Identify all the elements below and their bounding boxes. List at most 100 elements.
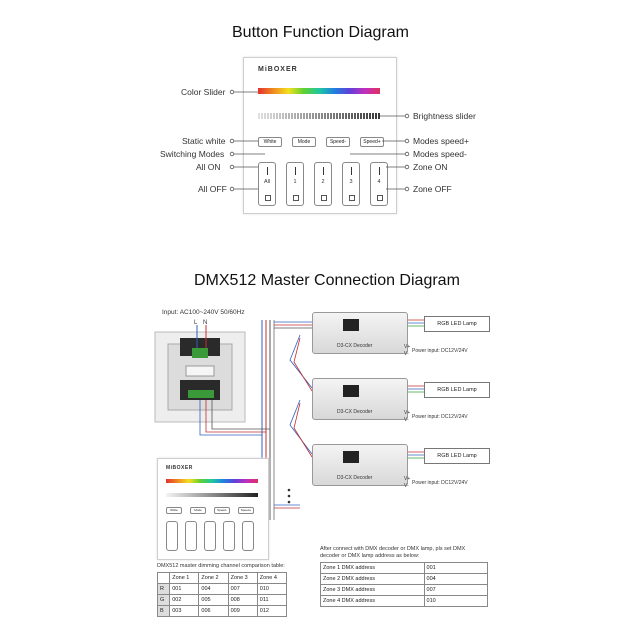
address-table: Zone 1 DMX address 001 Zone 2 DMX addres… (320, 562, 489, 607)
power-input-label-1: Power input: DC12V/24V (412, 348, 468, 354)
table-cell: 011 (256, 594, 288, 606)
table-row: Zone 3 DMX address 007 (320, 584, 489, 596)
table-cell: 008 (227, 594, 258, 606)
table-cell: 002 (169, 594, 200, 606)
decoder-display (343, 385, 359, 397)
table-cell: 006 (198, 605, 229, 617)
table-cell: Zone 3 DMX address (320, 584, 425, 596)
table-cell: 004 (423, 573, 489, 585)
vplus-label: V+ (404, 410, 411, 416)
small-control-panel: MiBOXER White Mode Speed- Speed+ (157, 458, 269, 560)
zone-button-1[interactable]: 1 (286, 162, 304, 206)
small-mode-button[interactable]: Mode (190, 507, 206, 514)
table-cell: 005 (198, 594, 229, 606)
table-cell: 001 (423, 562, 489, 574)
table-row: Zone 2 DMX address 004 (320, 573, 489, 585)
vminus-label: V- (404, 417, 409, 423)
small-color-slider[interactable] (166, 479, 258, 483)
channel-table: Zone 1 Zone 2 Zone 3 Zone 4 R 001 004 00… (156, 572, 288, 617)
small-speed-plus-button[interactable]: Speed+ (238, 507, 254, 514)
small-brand-logo: MiBOXER (166, 465, 193, 471)
table-cell: G (156, 594, 171, 606)
table-cell: 012 (256, 605, 288, 617)
label-brightness-slider: Brightness slider (413, 111, 476, 121)
wiring-diagram (154, 319, 424, 520)
decoder-display (343, 319, 359, 331)
zone-button-2[interactable]: 2 (314, 162, 332, 206)
power-input-label-2: Power input: DC12V/24V (412, 414, 468, 420)
label-static-white: Static white (182, 136, 226, 146)
small-brightness-slider[interactable] (166, 493, 258, 497)
decoder-label: D3-CX Decoder (337, 409, 373, 415)
rgb-led-lamp-2: RGB LED Lamp (424, 382, 490, 398)
decoder-2: D3-CX Decoder (312, 378, 408, 420)
address-caption-line1: After connect with DMX decoder or DMX la… (320, 546, 466, 552)
table-cell: 010 (423, 595, 489, 607)
table-cell: 001 (169, 583, 200, 595)
small-zone-button-3[interactable] (223, 521, 235, 551)
rgb-led-lamp-1: RGB LED Lamp (424, 316, 490, 332)
table-cell: 004 (198, 583, 229, 595)
zone-button-4[interactable]: 4 (370, 162, 388, 206)
vplus-label: V+ (404, 476, 411, 482)
vminus-label: V- (404, 483, 409, 489)
table-header: Zone 4 (256, 572, 288, 584)
brightness-slider[interactable] (258, 113, 380, 119)
table-cell: 003 (169, 605, 200, 617)
decoder-1: D3-CX Decoder (312, 312, 408, 354)
table-cell: Zone 1 DMX address (320, 562, 425, 574)
small-zone-button-4[interactable] (242, 521, 254, 551)
power-input-label-3: Power input: DC12V/24V (412, 480, 468, 486)
table-cell: Zone 2 DMX address (320, 573, 425, 585)
small-zone-button-1[interactable] (185, 521, 197, 551)
address-caption-line2: decoder or DMX lamp address as below: (320, 553, 420, 559)
neutral-terminal-label: N (203, 320, 208, 326)
zone-button-3[interactable]: 3 (342, 162, 360, 206)
table-cell: Zone 4 DMX address (320, 595, 425, 607)
table-header: Zone 2 (198, 572, 229, 584)
white-button[interactable]: White (258, 137, 282, 147)
table-row: G 002 005 008 011 (156, 594, 288, 606)
decoder-display (343, 451, 359, 463)
label-switching-modes: Switching Modes (160, 149, 225, 159)
table-row: B 003 006 009 012 (156, 605, 288, 617)
callout-lines (229, 89, 410, 192)
mode-button[interactable]: Mode (292, 137, 316, 147)
input-voltage-label: Input: AC100~240V 50/60Hz (162, 309, 245, 316)
table-cell: R (156, 583, 171, 595)
label-modes-speed-minus: Modes speed- (413, 149, 467, 159)
color-slider[interactable] (258, 88, 380, 94)
small-speed-minus-button[interactable]: Speed- (214, 507, 230, 514)
table-row: Zone 1 Zone 2 Zone 3 Zone 4 (156, 572, 288, 584)
vminus-label: V- (404, 351, 409, 357)
table-header: Zone 1 (169, 572, 200, 584)
live-terminal-label: L (194, 320, 198, 326)
table-header: Zone 3 (227, 572, 258, 584)
decoder-3: D3-CX Decoder (312, 444, 408, 486)
label-color-slider: Color Slider (181, 87, 226, 97)
speed-minus-button[interactable]: Speed- (326, 137, 350, 147)
rgb-led-lamp-3: RGB LED Lamp (424, 448, 490, 464)
table-cell: 010 (256, 583, 288, 595)
label-zone-on: Zone ON (413, 162, 448, 172)
decoder-label: D3-CX Decoder (337, 475, 373, 481)
table-row: R 001 004 007 010 (156, 583, 288, 595)
small-white-button[interactable]: White (166, 507, 182, 514)
dmx-connection-title: DMX512 Master Connection Diagram (194, 272, 460, 289)
table-row: Zone 1 DMX address 001 (320, 562, 489, 574)
label-all-off: All OFF (198, 184, 227, 194)
table-header (156, 572, 171, 584)
button-function-title: Button Function Diagram (232, 24, 409, 41)
brand-logo: MiBOXER (258, 66, 298, 73)
speed-plus-button[interactable]: Speed+ (360, 137, 384, 147)
control-panel: MiBOXER White Mode Speed- Speed+ All 1 2… (243, 57, 397, 214)
small-zone-button-all[interactable] (166, 521, 178, 551)
vplus-label: V+ (404, 344, 411, 350)
label-all-on: All ON (196, 162, 221, 172)
table-cell: 007 (227, 583, 258, 595)
table-row: Zone 4 DMX address 010 (320, 595, 489, 607)
decoder-label: D3-CX Decoder (337, 343, 373, 349)
zone-button-all[interactable]: All (258, 162, 276, 206)
small-zone-button-2[interactable] (204, 521, 216, 551)
label-zone-off: Zone OFF (413, 184, 452, 194)
